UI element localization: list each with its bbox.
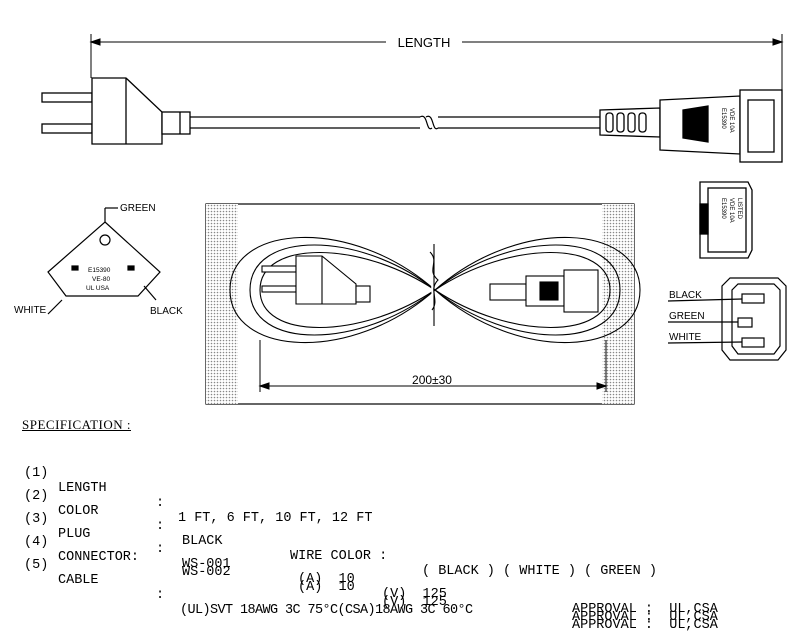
- spec-row-color: (2) COLOR : BLACK WIRE COLOR : ( BLACK )…: [24, 474, 657, 579]
- spec-amp: (A) 10: [298, 572, 355, 587]
- connector-top-view: [699, 181, 753, 259]
- label-black-right: BLACK: [669, 290, 702, 301]
- svg-text:E15390: E15390: [720, 108, 726, 129]
- spec-approval: APPROVAL : UL,CSA: [572, 618, 718, 633]
- svg-text:UL USA: UL USA: [86, 285, 110, 292]
- spec-title: SPECIFICATION :: [22, 417, 131, 432]
- plug-side-view: [41, 77, 191, 145]
- spec-num: (3): [24, 512, 49, 527]
- spec-volt: (V) 125: [382, 587, 447, 602]
- power-cord-drawing: LENGTH E15390 VDE 1: [14, 34, 787, 405]
- label-white-right: WHITE: [669, 332, 702, 343]
- label-green-top: GREEN: [120, 203, 156, 214]
- svg-text:VE-80: VE-80: [92, 276, 110, 283]
- connector-side-view: [599, 89, 783, 163]
- spec-value: 1 FT, 6 FT, 10 FT, 12 FT: [178, 511, 373, 526]
- spec-colon: :: [156, 519, 165, 534]
- spec-row-length: (1) LENGTH : 1 FT, 6 FT, 10 FT, 12 FT: [24, 451, 372, 526]
- cable-top: [190, 115, 600, 130]
- spec-value: (UL)SVT 18AWG 3C 75°C(CSA)18AWG 3C 60°C: [180, 603, 473, 618]
- label-black-left: BLACK: [150, 306, 183, 317]
- length-dimension: [89, 34, 784, 90]
- spec-name: CABLE: [58, 573, 99, 588]
- svg-text:E15390: E15390: [720, 198, 726, 219]
- spec-num: (5): [24, 558, 49, 573]
- spec-num: (1): [24, 466, 49, 481]
- label-white-left: WHITE: [14, 305, 47, 316]
- svg-text:VDE 10A: VDE 10A: [728, 108, 734, 133]
- plug-face-text: E15390 VE-80 UL USA: [86, 267, 111, 292]
- length-label: LENGTH: [398, 35, 451, 50]
- wire-color-label: WIRE COLOR :: [290, 549, 388, 564]
- svg-text:LISTED: LISTED: [736, 198, 742, 220]
- spec-name: PLUG: [58, 527, 91, 542]
- label-green-right: GREEN: [669, 311, 705, 322]
- spec-name: CONNECTOR:: [58, 550, 140, 565]
- spec-name: LENGTH: [58, 481, 107, 496]
- connector-face-view: [667, 277, 787, 361]
- spec-value: BLACK: [182, 534, 223, 549]
- spec-row-cable: (5) CABLE : (UL)SVT 18AWG 3C 75°C(CSA)18…: [24, 543, 718, 633]
- spec-colon: :: [156, 588, 165, 603]
- spec-value: WS-001: [182, 557, 231, 572]
- spec-num: (4): [24, 535, 49, 550]
- spec-colon: :: [156, 496, 165, 511]
- dimension-label: 200±30: [412, 373, 452, 387]
- wire-color-value: ( BLACK ) ( WHITE ) ( GREEN ): [422, 564, 657, 579]
- svg-text:VDE 10A: VDE 10A: [728, 198, 734, 223]
- spec-name: COLOR: [58, 504, 99, 519]
- spec-amp: (A) 10: [298, 580, 355, 595]
- spec-colon: :: [156, 542, 165, 557]
- svg-text:E15390: E15390: [88, 267, 111, 274]
- coiled-cord-panel: [205, 203, 641, 405]
- spec-num: (2): [24, 489, 49, 504]
- connector-top-text: E15390 VDE 10A LISTED: [720, 198, 742, 223]
- plug-face-view: [47, 207, 161, 315]
- spec-value: WS-002: [182, 565, 231, 580]
- connector-side-text: E15390 VDE 10A: [720, 108, 734, 133]
